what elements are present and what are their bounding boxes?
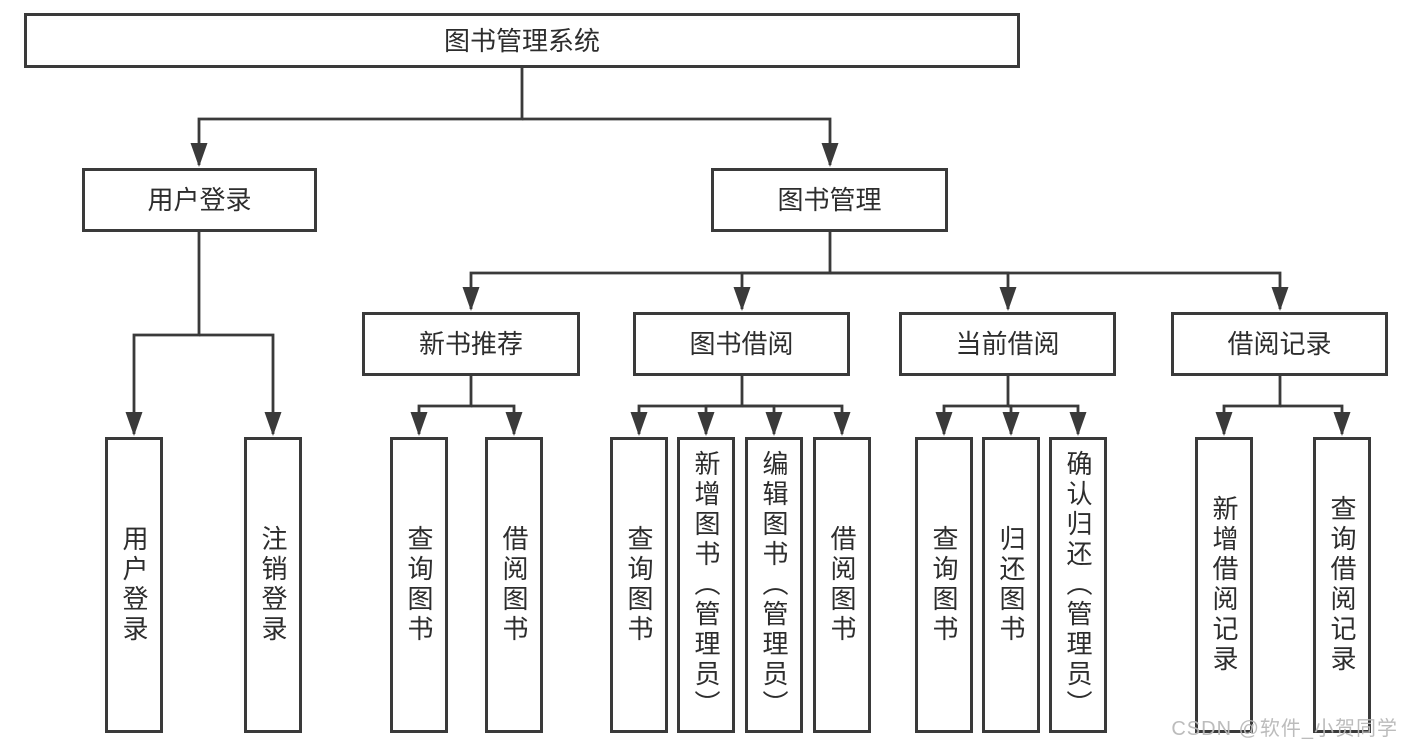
edge-mgmt-to-book-borrow	[733, 271, 830, 311]
edge-bor-to-add	[697, 404, 742, 436]
edge-rec-to-borrow	[471, 404, 523, 436]
edge-bor-to-borrow	[742, 404, 851, 436]
node-current-borrowing-label: 当前借阅	[955, 329, 1060, 359]
node-borrowing-records-label: 借阅记录	[1227, 329, 1332, 359]
edge-cur-to-return	[1002, 404, 1020, 436]
edge-mgmt-to-current-borrow	[830, 271, 1017, 311]
leaf-bor-edit-books-admin: 编辑图书（管理员）	[745, 437, 803, 733]
node-root-library-system: 图书管理系统	[24, 13, 1020, 68]
node-book-management: 图书管理	[711, 168, 948, 232]
leaf-bor-add-books-admin: 新增图书（管理员）	[677, 437, 735, 733]
leaf-bor-borrow-books-label: 借阅图书	[827, 525, 857, 645]
node-user-login-label: 用户登录	[147, 185, 252, 215]
leaf-his-add-record: 新增借阅记录	[1195, 437, 1253, 733]
node-current-borrowing: 当前借阅	[899, 312, 1116, 376]
node-book-borrowing: 图书借阅	[633, 312, 850, 376]
leaf-his-add-record-label: 新增借阅记录	[1209, 495, 1239, 675]
leaf-bor-borrow-books: 借阅图书	[813, 437, 871, 733]
node-new-book-recommend-label: 新书推荐	[418, 329, 523, 359]
edge-root-to-book-mgmt	[522, 117, 839, 167]
edge-mgmt-to-new-book-rec	[462, 232, 832, 311]
edge-cur-to-confirm	[1008, 404, 1087, 436]
node-new-book-recommend: 新书推荐	[362, 312, 580, 376]
edge-login-to-leaf-login	[125, 232, 201, 436]
leaf-rec-borrow-books: 借阅图书	[485, 437, 543, 733]
node-book-management-label: 图书管理	[777, 185, 882, 215]
leaf-bor-edit-books-admin-label: 编辑图书（管理员）	[759, 450, 789, 720]
csdn-watermark: CSDN @软件_小贺同学	[1171, 718, 1398, 740]
leaf-bor-add-books-admin-label: 新增图书（管理员）	[691, 450, 721, 720]
edge-root-to-user-login	[190, 68, 524, 167]
leaf-cur-query-books: 查询图书	[915, 437, 973, 733]
leaf-user-login: 用户登录	[105, 437, 163, 733]
leaf-bor-query-books: 查询图书	[610, 437, 668, 733]
leaf-cur-confirm-return-admin: 确认归还（管理员）	[1049, 437, 1107, 733]
edge-bor-to-query	[630, 376, 744, 436]
leaf-cur-query-books-label: 查询图书	[929, 525, 959, 645]
leaf-rec-borrow-books-label: 借阅图书	[499, 525, 529, 645]
leaf-logout: 注销登录	[244, 437, 302, 733]
node-borrowing-records: 借阅记录	[1171, 312, 1388, 376]
leaf-bor-query-books-label: 查询图书	[624, 525, 654, 645]
edge-cur-to-query	[935, 376, 1010, 436]
leaf-cur-return-books: 归还图书	[982, 437, 1040, 733]
edge-bor-to-edit	[742, 404, 783, 436]
node-book-borrowing-label: 图书借阅	[689, 329, 794, 359]
node-user-login: 用户登录	[82, 168, 317, 232]
node-root-label: 图书管理系统	[443, 25, 600, 56]
leaf-cur-confirm-return-admin-label: 确认归还（管理员）	[1063, 450, 1093, 720]
leaf-rec-query-books: 查询图书	[390, 437, 448, 733]
leaf-cur-return-books-label: 归还图书	[996, 525, 1026, 645]
edge-his-to-add-record	[1215, 376, 1282, 436]
leaf-his-query-record-label: 查询借阅记录	[1327, 495, 1357, 675]
edge-rec-to-query	[410, 376, 473, 436]
edge-his-to-query-record	[1280, 404, 1351, 436]
leaf-logout-label: 注销登录	[258, 525, 288, 645]
edge-mgmt-to-borrow-records	[830, 271, 1289, 311]
leaf-his-query-record: 查询借阅记录	[1313, 437, 1371, 733]
edge-login-to-leaf-logout	[199, 333, 282, 436]
leaf-user-login-label: 用户登录	[119, 525, 149, 645]
leaf-rec-query-books-label: 查询图书	[404, 525, 434, 645]
